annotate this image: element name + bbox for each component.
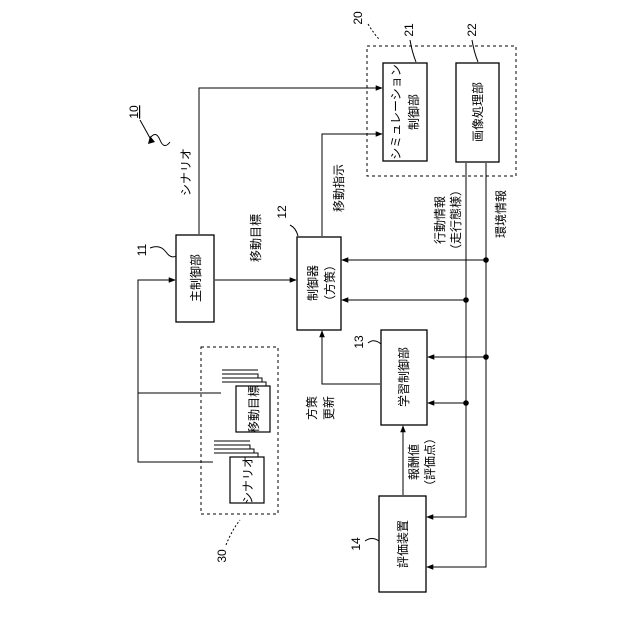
ref-30-leader	[226, 520, 240, 545]
ref-21-label: 21	[402, 23, 416, 37]
scenario-document-stack	[214, 441, 264, 503]
ref-14-label: 14	[349, 537, 363, 551]
controller-label-2: （方策）	[322, 259, 337, 307]
ref-12-leader	[290, 225, 298, 236]
ref-11-label: 11	[135, 243, 149, 256]
documents-to-main-control-arrow	[138, 280, 175, 393]
ref-22-label: 22	[465, 23, 479, 37]
ref-10-leader	[140, 120, 150, 138]
movement-instruction-arrow	[322, 134, 382, 236]
ref-13-label: 13	[352, 335, 366, 349]
movement-target-doc-label: 移動目標	[247, 385, 261, 433]
ref-22-leader	[472, 40, 478, 62]
movement-instruction-edge-label: 移動指示	[331, 164, 346, 212]
learning-control-label: 学習制御部	[396, 347, 411, 407]
ref-13-leader	[368, 341, 381, 344]
policy-update-label-1: 方策	[304, 396, 319, 420]
junction-dot	[463, 297, 469, 303]
environment-info-label: 環境情報	[493, 190, 508, 238]
junction-dot	[463, 400, 469, 406]
ref-21-leader	[410, 40, 416, 62]
action-info-label-1: 行動情報	[433, 196, 447, 244]
ref-30-label: 30	[215, 549, 229, 563]
image-processing-label: 画像処理部	[470, 82, 485, 142]
scenario-arrow	[199, 88, 382, 234]
policy-update-arrow	[322, 331, 380, 384]
reward-label-2: （評価点）	[422, 432, 437, 492]
scenario-edge-label: シナリオ	[179, 148, 193, 196]
ref-14-leader	[365, 539, 379, 542]
simulation-control-label-2: 制御部	[406, 94, 421, 130]
action-info-label-2: （走行態様）	[448, 184, 463, 256]
policy-update-label-2: 更新	[321, 396, 336, 420]
evaluation-device-label: 評価装置	[395, 520, 410, 568]
junction-dot	[483, 257, 489, 263]
junction-dot	[483, 354, 489, 360]
ref-10-label: 10	[127, 105, 141, 119]
ref-20-leader	[368, 24, 380, 40]
ref-20-label: 20	[351, 11, 365, 25]
movement-target-document-stack	[222, 370, 270, 432]
controller-label-1: 制御器	[305, 265, 320, 301]
documents-to-main-control-line	[138, 393, 221, 462]
movement-target-edge-label: 移動目標	[249, 214, 263, 262]
main-control-label: 主制御部	[188, 254, 203, 302]
ref-11-leader	[150, 247, 176, 257]
reward-label-1: 報酬値	[406, 444, 421, 480]
ref-12-label: 12	[275, 205, 289, 219]
scenario-doc-label: シナリオ	[241, 456, 255, 504]
simulation-control-label-1: シミュレーション	[389, 64, 403, 160]
